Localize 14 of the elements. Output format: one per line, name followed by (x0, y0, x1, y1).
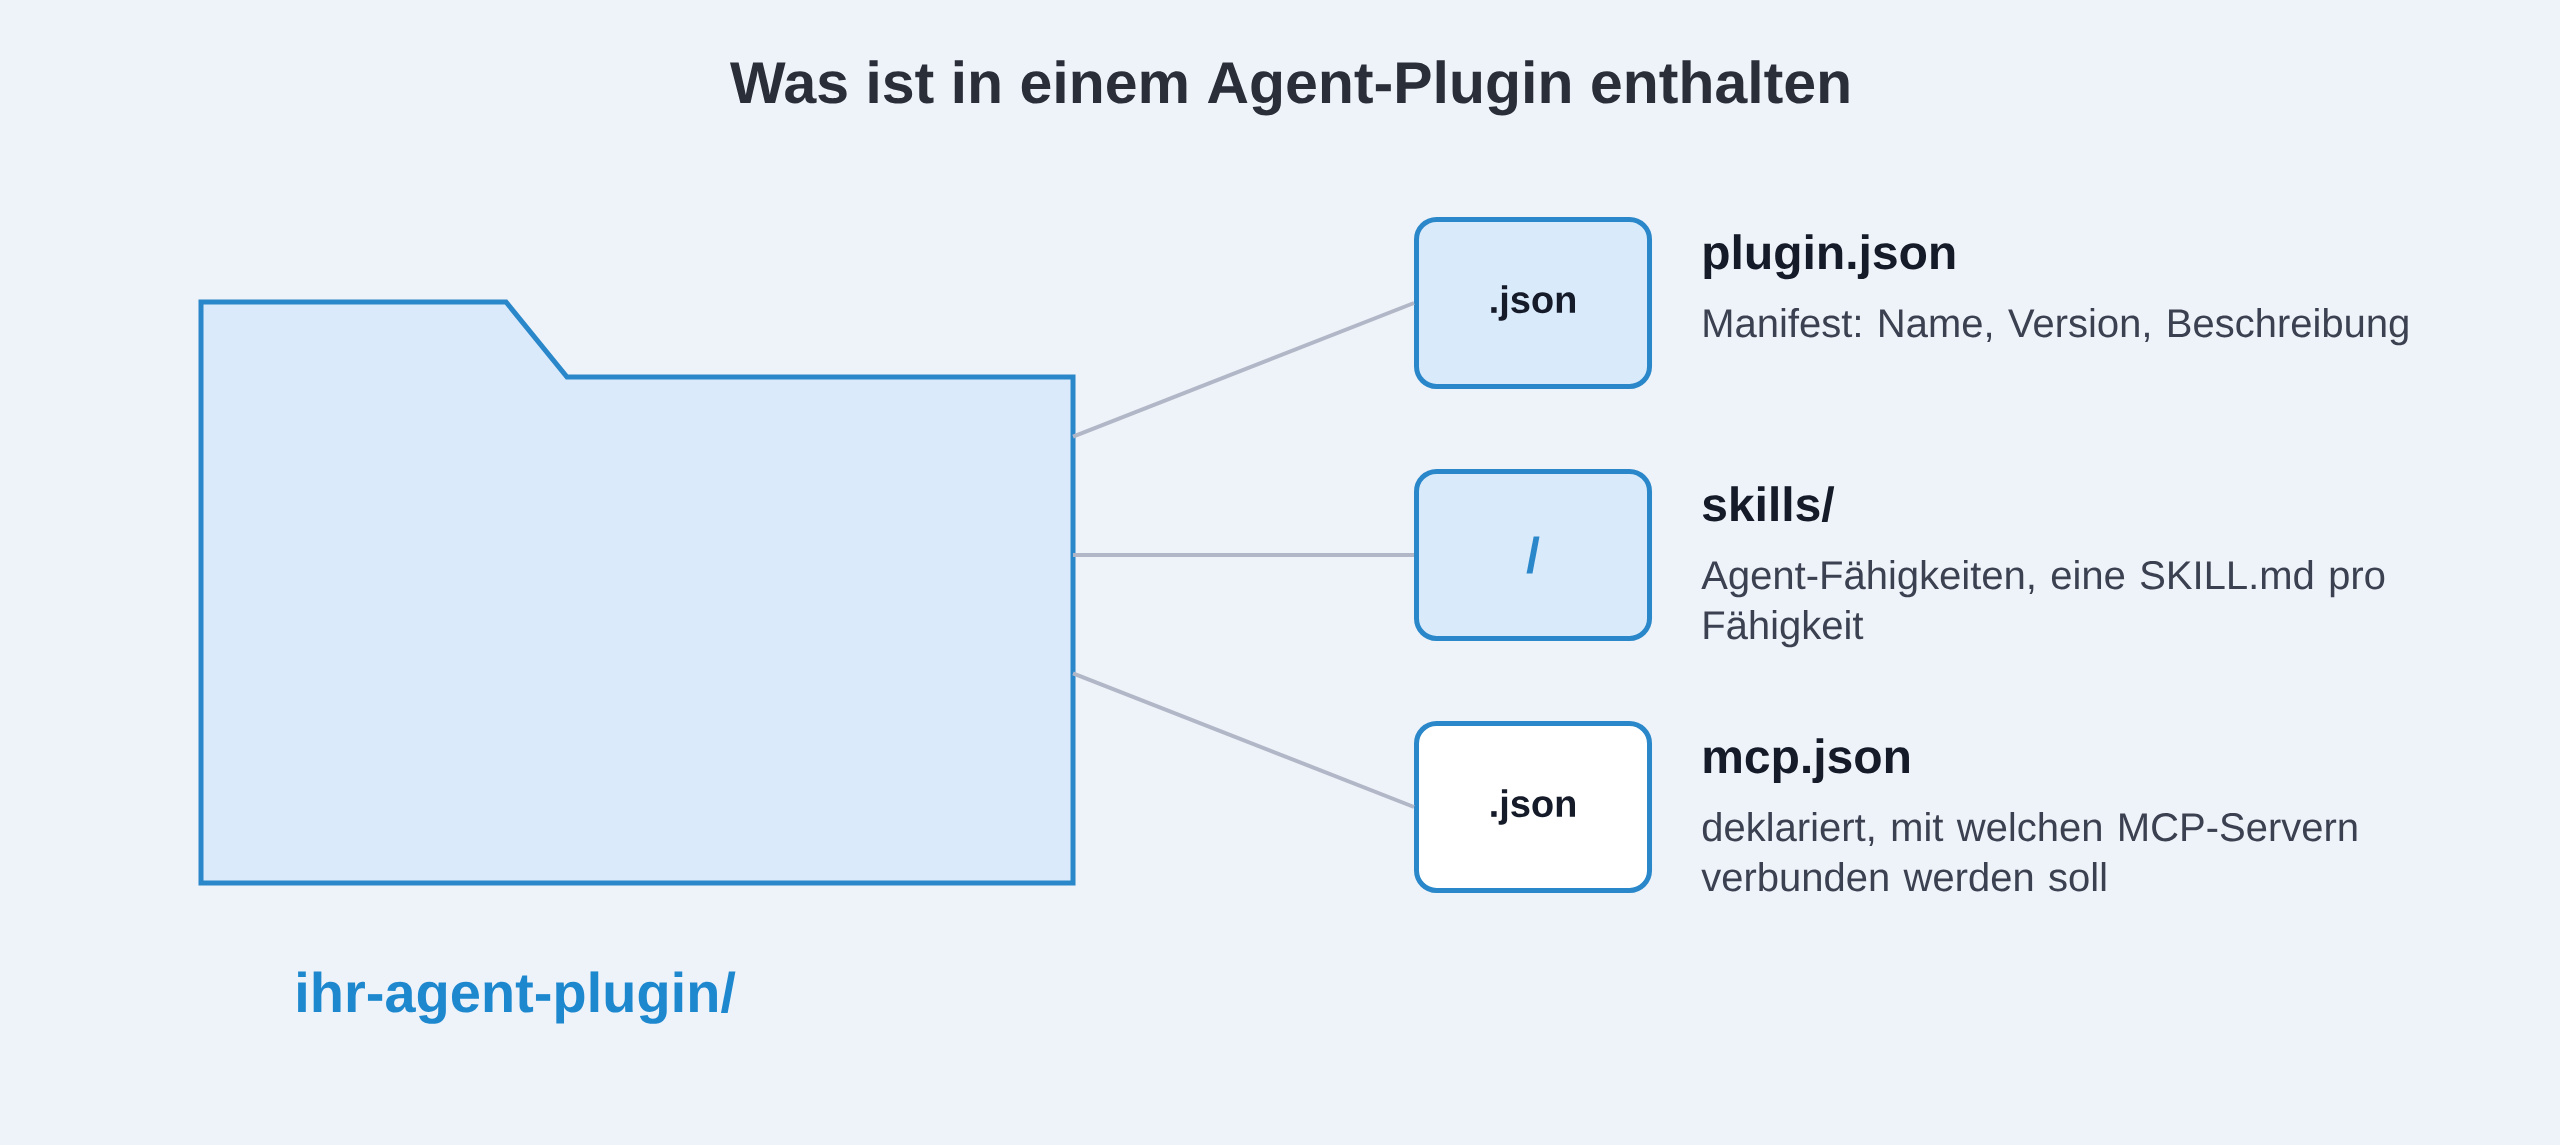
connector-line (1072, 671, 1415, 809)
file-description: deklariert, mit welchen MCP-Servern verbunden werden soll (1701, 812, 2357, 892)
file-box: .json (1414, 721, 1652, 893)
file-name: mcp.json (1704, 738, 1909, 783)
file-name: plugin.json (1704, 234, 1955, 280)
folder-label: ihr-agent-plugin/ (298, 971, 736, 1024)
file-box: / (1414, 469, 1652, 641)
file-description: Agent-Fähigkeiten, eine SKILL.md pro Fähigkeit (1701, 560, 2385, 648)
file-description: Manifest: Name, Version, Beschreibung (1704, 308, 2408, 346)
file-name: skills/ (1702, 486, 1835, 522)
file-box: .json (1414, 217, 1652, 389)
connector-line (1072, 301, 1415, 439)
title: Was ist in einem Agent-Plugin enthalten (730, 60, 1849, 116)
connector-line (1073, 553, 1414, 557)
